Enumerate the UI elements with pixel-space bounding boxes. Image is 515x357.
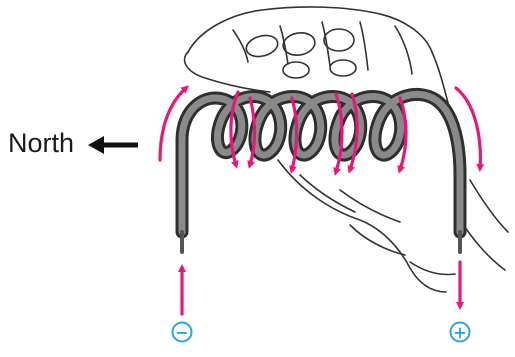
positive-terminal-symbol: + — [453, 323, 466, 342]
positive-terminal: + — [451, 323, 470, 343]
negative-terminal: − — [173, 323, 192, 343]
solenoid-coil — [182, 94, 460, 252]
north-direction-label: North — [8, 128, 74, 159]
negative-terminal-symbol: − — [175, 323, 188, 342]
north-arrow — [88, 136, 138, 154]
